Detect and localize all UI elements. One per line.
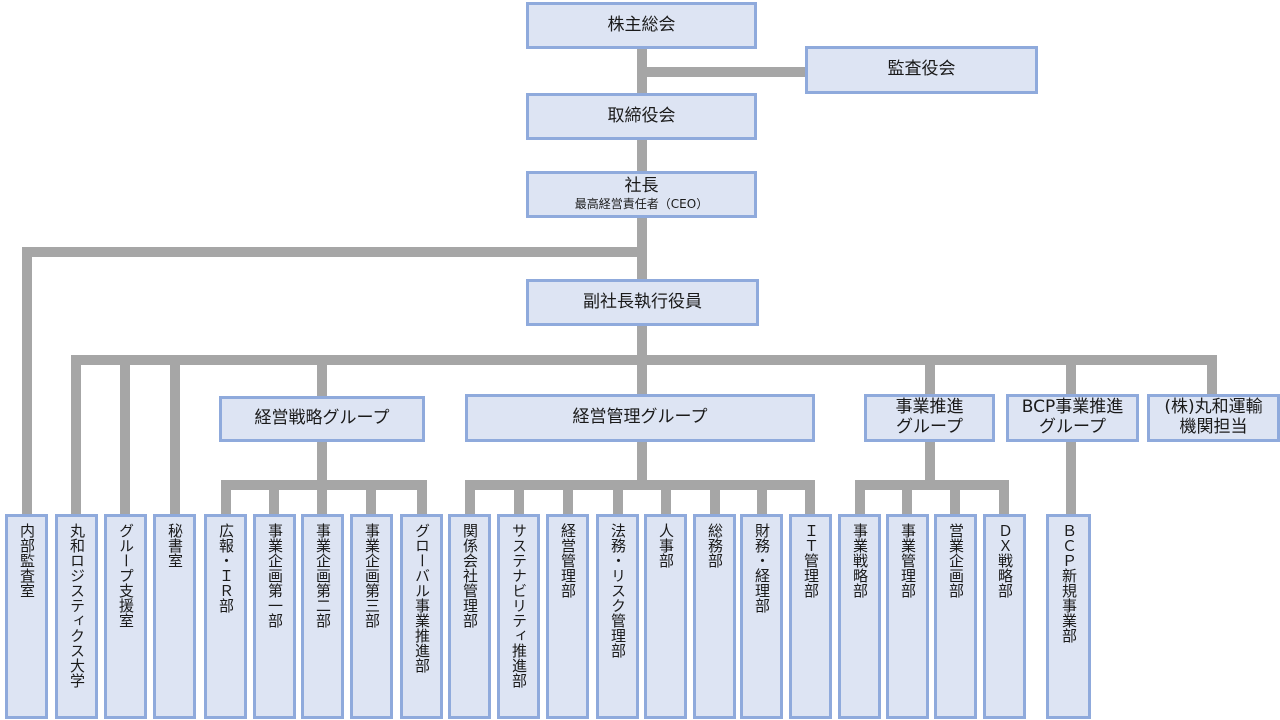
shareholders-box: 株主総会 [526, 2, 757, 49]
global-box: グローバル事業推進部 [400, 514, 443, 719]
biz-promo-label-line2: グループ [896, 417, 963, 437]
dx-box: ＤＸ戦略部 [983, 514, 1026, 719]
hr-label: 人事部 [657, 523, 675, 568]
plan3-label: 事業企画第三部 [363, 523, 381, 628]
sustainability-label: サステナビリティ推進部 [510, 523, 528, 688]
affiliates-label: 関係会社管理部 [461, 523, 479, 628]
it-label: ＩＴ管理部 [802, 523, 820, 598]
legal-risk-label: 法務・リスク管理部 [609, 523, 627, 658]
internal-audit-box: 内部監査室 [5, 514, 48, 719]
general-affairs-box: 総務部 [693, 514, 736, 719]
bcp-group-label-line1: BCP事業推進 [1021, 397, 1124, 418]
group-support-label: グループ支援室 [117, 523, 135, 628]
maruwa-label-line2: 機関担当 [1179, 417, 1248, 437]
logistics-univ-label: 丸和ロジスティクス大学 [68, 523, 86, 688]
group-support-box: グループ支援室 [104, 514, 147, 719]
bcp-group-box: BCP事業推進 グループ [1006, 394, 1139, 442]
finance-label: 財務・経理部 [753, 523, 771, 613]
strategy-group-box: 経営戦略グループ [219, 396, 425, 442]
sustainability-box: サステナビリティ推進部 [497, 514, 540, 719]
sales-plan-box: 営業企画部 [934, 514, 977, 719]
president-label: 社長 [624, 175, 659, 196]
biz-promo-label-line1: 事業推進 [895, 397, 964, 418]
biz-mgmt-label: 事業管理部 [899, 523, 917, 598]
secretary-box: 秘書室 [153, 514, 196, 719]
audit-board-label: 監査役会 [887, 59, 956, 80]
it-box: ＩＴ管理部 [789, 514, 832, 719]
audit-board-box: 監査役会 [805, 46, 1038, 94]
plan2-label: 事業企画第二部 [314, 523, 332, 628]
shareholders-label: 株主総会 [607, 14, 676, 35]
maruwa-label-line1: (株)丸和運輸 [1164, 397, 1263, 418]
management-group-label: 経営管理グループ [572, 407, 708, 428]
president-box: 社長 最高経営責任者（CEO） [526, 171, 757, 218]
hr-box: 人事部 [644, 514, 687, 719]
plan2-box: 事業企画第二部 [301, 514, 344, 719]
plan1-label: 事業企画第一部 [266, 523, 284, 628]
dx-label: ＤＸ戦略部 [996, 523, 1014, 598]
plan3-box: 事業企画第三部 [350, 514, 393, 719]
strategy-group-label: 経営戦略グループ [254, 408, 390, 429]
affiliates-box: 関係会社管理部 [448, 514, 491, 719]
global-label: グローバル事業推進部 [413, 523, 431, 673]
pr-ir-label: 広報・ＩＲ部 [217, 523, 235, 613]
internal-audit-label: 内部監査室 [18, 523, 36, 598]
management-group-box: 経営管理グループ [465, 394, 815, 442]
biz-promo-group-box: 事業推進 グループ [864, 394, 995, 442]
legal-risk-box: 法務・リスク管理部 [596, 514, 639, 719]
bcp-new-box: ＢＣＰ新規事業部 [1046, 514, 1091, 719]
logistics-univ-box: 丸和ロジスティクス大学 [55, 514, 98, 719]
bcp-new-label: ＢＣＰ新規事業部 [1060, 523, 1078, 643]
biz-strategy-box: 事業戦略部 [838, 514, 881, 719]
evp-box: 副社長執行役員 [526, 279, 759, 326]
evp-label: 副社長執行役員 [583, 291, 702, 312]
bcp-group-label-line2: グループ [1039, 417, 1106, 437]
secretary-label: 秘書室 [166, 523, 184, 568]
board-box: 取締役会 [526, 93, 757, 140]
sales-plan-label: 営業企画部 [947, 523, 965, 598]
mgmt-admin-label: 経営管理部 [559, 523, 577, 598]
general-affairs-label: 総務部 [706, 523, 724, 568]
board-label: 取締役会 [607, 105, 676, 126]
president-subtitle: 最高経営責任者（CEO） [574, 197, 709, 212]
plan1-box: 事業企画第一部 [253, 514, 296, 719]
maruwa-box: (株)丸和運輸 機関担当 [1147, 394, 1280, 442]
biz-strategy-label: 事業戦略部 [851, 523, 869, 598]
pr-ir-box: 広報・ＩＲ部 [204, 514, 247, 719]
finance-box: 財務・経理部 [740, 514, 783, 719]
biz-mgmt-box: 事業管理部 [886, 514, 929, 719]
mgmt-admin-box: 経営管理部 [546, 514, 589, 719]
